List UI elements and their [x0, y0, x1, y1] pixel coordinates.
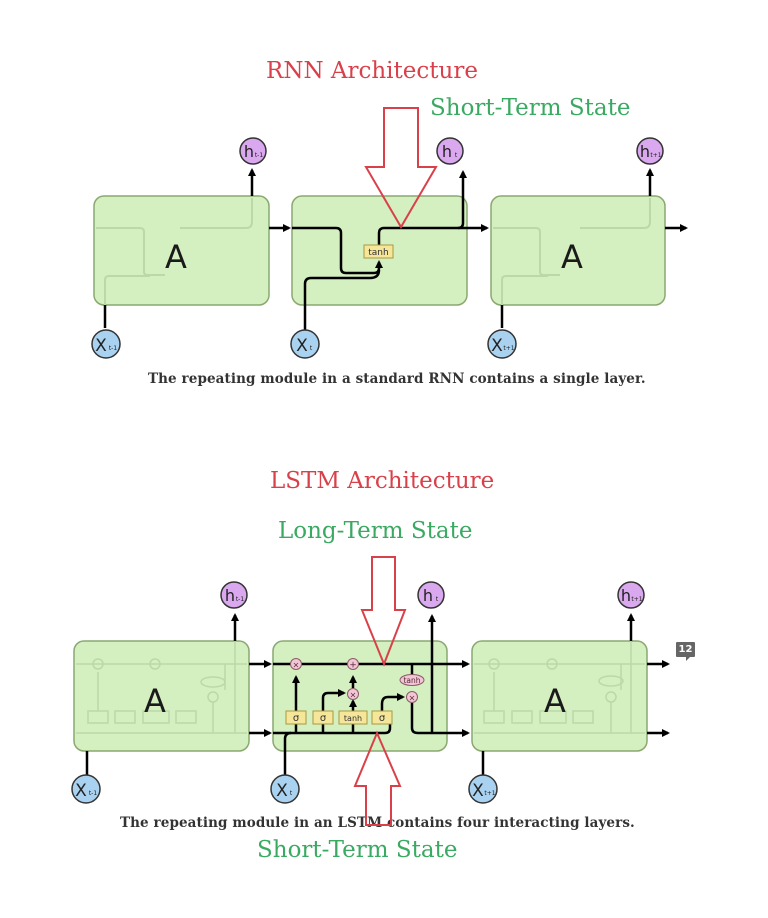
lstm-hidden-input-line	[273, 720, 392, 735]
input-gate-path	[321, 689, 346, 733]
lstm-layer-sigma-input: σ	[312, 710, 334, 725]
svg-text:t+1: t+1	[631, 596, 642, 603]
svg-text:×: ×	[293, 661, 300, 670]
lstm-faded-internals	[474, 641, 645, 734]
svg-text:X: X	[75, 781, 87, 801]
rnn-cell-box	[490, 195, 666, 306]
rnn-diagram: A tanh A h t-1	[91, 107, 688, 359]
lstm-input-node: X t+1	[468, 774, 498, 804]
lstm-op-multiply-input: ×	[347, 688, 359, 700]
svg-text:h: h	[225, 586, 235, 605]
rnn-cell-label: A	[561, 238, 583, 276]
svg-text:t-1: t-1	[255, 152, 264, 159]
svg-text:t+1: t+1	[503, 345, 514, 352]
lstm-short-term-state-label: Short-Term State	[257, 837, 458, 863]
lstm-layer-sigma-forget: σ	[285, 710, 307, 725]
svg-text:×: ×	[350, 691, 357, 700]
svg-text:t-1: t-1	[89, 790, 98, 797]
lstm-caption: The repeating module in an LSTM contains…	[120, 815, 635, 831]
lstm-cell-2: σ σ tanh σ × +	[272, 614, 470, 775]
svg-text:×: ×	[409, 694, 416, 703]
long-term-state-arrow-icon	[360, 556, 407, 667]
svg-text:t-1: t-1	[236, 596, 245, 603]
svg-text:h: h	[244, 142, 254, 161]
svg-text:h: h	[442, 142, 452, 161]
svg-text:σ: σ	[379, 713, 386, 724]
short-term-state-arrow-icon	[364, 107, 438, 229]
rnn-cell-3: A	[490, 168, 688, 328]
rnn-output-node: h t+1	[636, 137, 664, 165]
hidden-output-path	[410, 703, 470, 737]
svg-text:X: X	[95, 336, 107, 356]
rnn-title: RNN Architecture	[266, 58, 478, 84]
svg-text:σ: σ	[293, 713, 300, 724]
rnn-caption: The repeating module in a standard RNN c…	[148, 371, 646, 387]
lstm-output-node: h t	[417, 581, 445, 609]
svg-text:t+1: t+1	[484, 790, 495, 797]
svg-text:σ: σ	[320, 713, 327, 724]
lstm-op-tanh: tanh	[399, 674, 425, 686]
lstm-cell-label: A	[544, 682, 566, 720]
lstm-cell-box	[272, 640, 448, 752]
rnn-input-node: X t	[290, 329, 320, 359]
lstm-cell-3: A	[471, 613, 670, 775]
svg-text:t: t	[310, 345, 313, 352]
rnn-input-node: X t-1	[91, 329, 121, 359]
svg-text:X: X	[472, 781, 484, 801]
svg-text:X: X	[296, 336, 308, 356]
lstm-output-node: h t-1	[220, 581, 248, 609]
svg-text:t-1: t-1	[109, 345, 118, 352]
lstm-xt-line	[283, 731, 292, 775]
short-term-state-arrow-icon	[353, 730, 402, 826]
svg-text:t+1: t+1	[650, 152, 661, 159]
rnn-output-node: h t	[436, 137, 464, 165]
svg-text:X: X	[276, 781, 288, 801]
lstm-output-node: h t+1	[617, 581, 645, 609]
svg-text:X: X	[491, 336, 503, 356]
lstm-title: LSTM Architecture	[270, 468, 495, 494]
rnn-input-node: X t+1	[487, 329, 517, 359]
rnn-cell-label: A	[165, 238, 187, 276]
lstm-op-multiply-forget: ×	[290, 658, 302, 670]
lstm-long-term-state-label: Long-Term State	[278, 518, 473, 544]
rnn-cell-2: tanh	[291, 170, 489, 330]
rnn-tanh-label: tanh	[368, 248, 388, 258]
lstm-cell-1: A	[73, 613, 272, 775]
svg-text:h: h	[621, 586, 631, 605]
rnn-cell-1: A	[93, 168, 291, 328]
rnn-faded-path	[96, 198, 253, 305]
svg-text:tanh: tanh	[403, 676, 420, 685]
svg-text:tanh: tanh	[344, 714, 362, 723]
lstm-faded-internals	[76, 641, 247, 734]
svg-text:t: t	[455, 152, 458, 159]
rnn-short-term-state-label: Short-Term State	[430, 95, 631, 121]
rnn-tanh-layer	[363, 244, 394, 259]
svg-text:h: h	[423, 586, 433, 605]
rnn-faded-path	[493, 198, 651, 305]
rnn-input-path	[303, 269, 381, 330]
lstm-diagram: A σ	[71, 556, 670, 826]
lstm-input-node: X t	[270, 774, 300, 804]
output-gate-path	[380, 693, 405, 711]
svg-text:h: h	[640, 142, 650, 161]
lstm-cell-label: A	[144, 682, 166, 720]
svg-text:+: +	[349, 661, 357, 671]
lstm-layer-sigma-output: σ	[371, 710, 393, 725]
svg-text:t: t	[290, 790, 293, 797]
rnn-cell-box	[93, 195, 270, 306]
svg-text:t: t	[436, 596, 439, 603]
rnn-output-path	[377, 170, 467, 245]
lstm-op-add: +	[347, 658, 359, 671]
lstm-layer-tanh: tanh	[338, 710, 368, 725]
rnn-output-node: h t-1	[239, 137, 267, 165]
comment-count-badge[interactable]: 12	[676, 642, 695, 661]
lstm-op-multiply-output: ×	[406, 691, 418, 703]
lstm-input-node: X t-1	[71, 774, 101, 804]
